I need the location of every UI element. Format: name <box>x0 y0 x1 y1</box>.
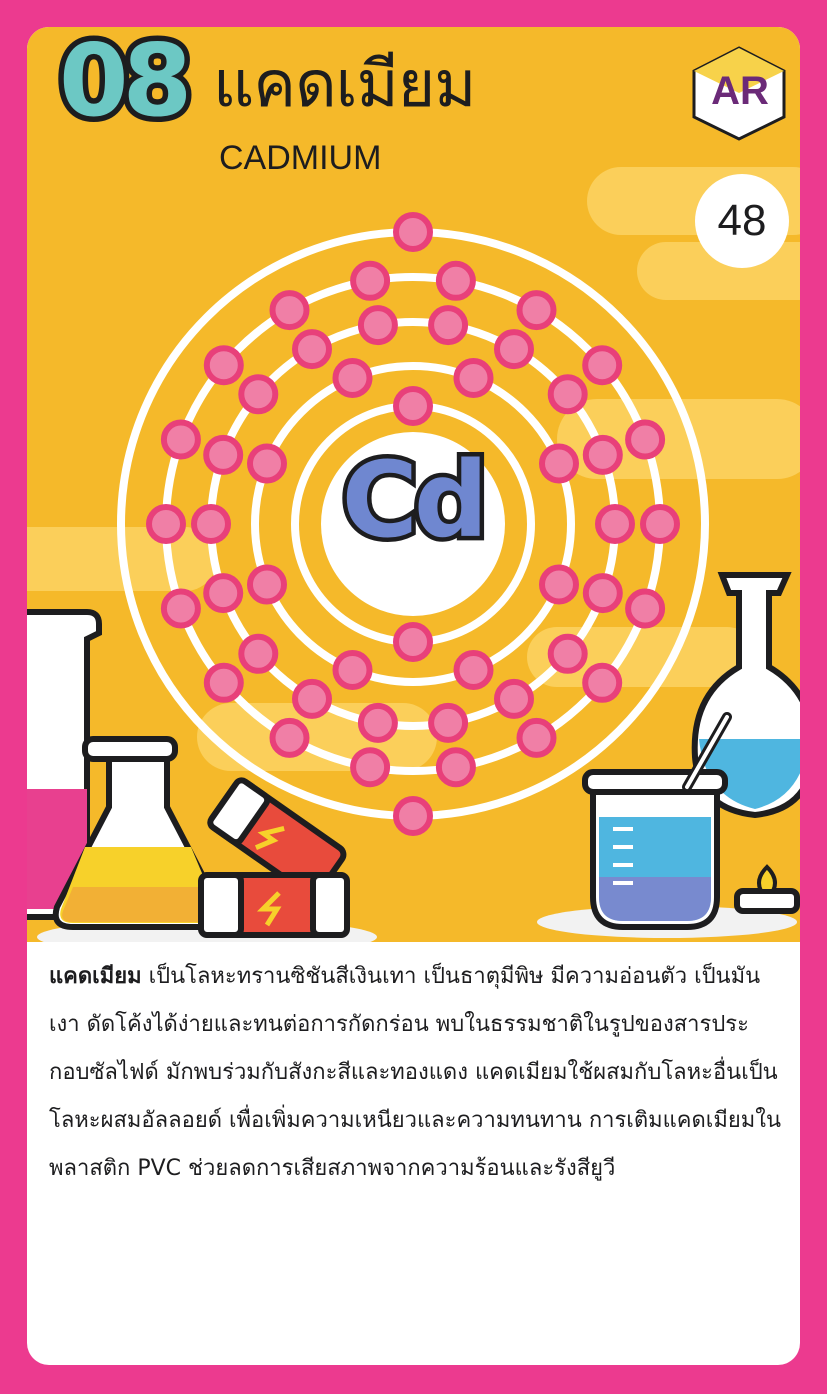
electron <box>146 504 186 544</box>
electron <box>160 588 201 629</box>
description-term: แคดเมียม <box>49 964 142 989</box>
electron <box>350 747 391 788</box>
burner-icon <box>734 864 800 914</box>
electron <box>582 345 623 386</box>
electron <box>516 290 557 331</box>
electron <box>539 443 579 484</box>
beaker-icon <box>537 572 800 938</box>
electron <box>269 290 310 331</box>
description-body: เป็นโลหะทรานซิชันสีเงินเทา เป็นธาตุมีพิษ… <box>49 964 781 1181</box>
element-symbol: Cd <box>337 435 493 566</box>
electron <box>393 796 433 836</box>
electron <box>428 305 469 346</box>
electron <box>494 678 534 719</box>
battery-icon <box>198 777 350 938</box>
element-card: 08 แคดเมียม CADMIUM AR 48 Cd <box>27 27 800 1365</box>
electron <box>269 717 310 758</box>
ar-label: AR <box>711 69 769 113</box>
card-number: 08 <box>53 27 197 139</box>
electron <box>350 260 391 301</box>
electron <box>494 329 534 370</box>
electron <box>238 374 279 415</box>
electron <box>547 374 588 415</box>
element-name-english: CADMIUM <box>219 139 382 177</box>
card-header-area: 08 แคดเมียม CADMIUM AR 48 Cd <box>27 27 800 942</box>
electron <box>453 650 494 690</box>
electron <box>595 504 635 544</box>
nucleus <box>321 432 505 616</box>
electron <box>640 504 680 544</box>
electron <box>582 434 623 475</box>
lab-illustration <box>27 572 800 942</box>
electron <box>393 212 433 252</box>
electron-shell-2 <box>251 362 575 686</box>
electron <box>435 747 476 788</box>
electron <box>203 573 244 614</box>
flask-icon <box>27 609 377 942</box>
electron <box>292 329 332 370</box>
electron <box>357 702 398 743</box>
electron <box>625 588 666 629</box>
electron <box>332 358 373 398</box>
electron <box>393 622 433 662</box>
electron <box>247 443 287 484</box>
electron <box>203 662 244 703</box>
electron <box>625 419 666 460</box>
electron <box>393 386 433 426</box>
electron <box>357 305 398 346</box>
electron <box>547 633 588 674</box>
electron <box>539 564 579 605</box>
electron <box>247 564 287 605</box>
electron <box>453 358 494 398</box>
ar-badge-icon[interactable] <box>689 45 789 141</box>
electron <box>160 419 201 460</box>
electron <box>292 678 332 719</box>
electron <box>435 260 476 301</box>
electron <box>191 504 231 544</box>
electron <box>238 633 279 674</box>
electron <box>203 434 244 475</box>
electron <box>582 573 623 614</box>
atom-diagram <box>117 212 709 836</box>
element-name-thai: แคดเมียม <box>213 48 476 122</box>
atomic-number-badge: 48 <box>695 174 789 268</box>
electron <box>332 650 373 690</box>
electron <box>428 702 469 743</box>
electron <box>203 345 244 386</box>
element-description: แคดเมียม เป็นโลหะทรานซิชันสีเงินเทา เป็น… <box>49 953 789 1193</box>
electron <box>582 662 623 703</box>
electron <box>516 717 557 758</box>
